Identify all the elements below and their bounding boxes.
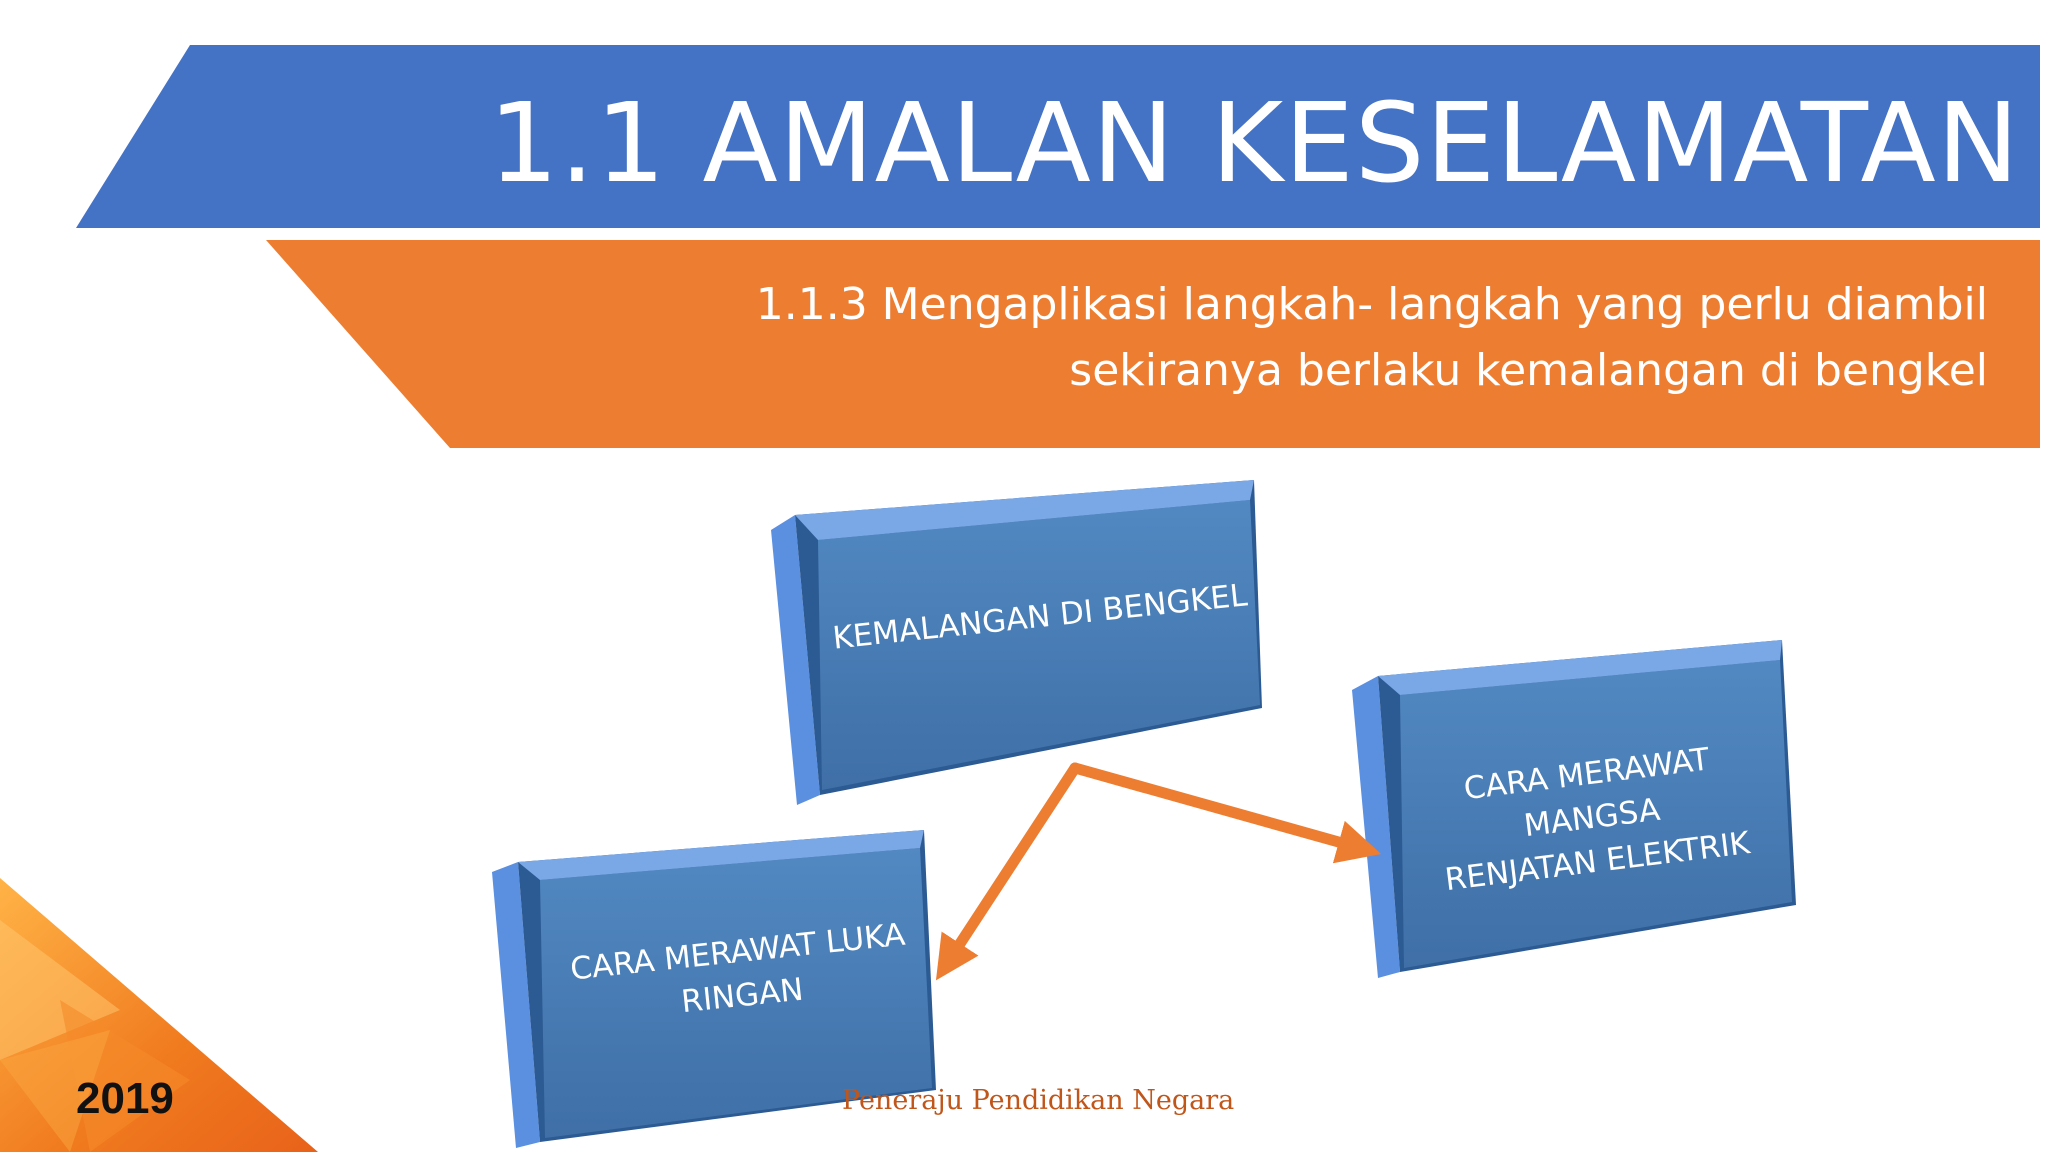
box-right [1352, 640, 1796, 978]
corner-decoration [0, 878, 318, 1152]
year-label: 2019 [76, 1074, 174, 1123]
subtitle-band [266, 240, 2040, 448]
box-root [771, 480, 1262, 805]
title-band [76, 45, 2040, 228]
slide-subtitle: 1.1.3 Mengaplikasi langkah- langkah yang… [588, 272, 1988, 404]
footer-motto: Peneraju Pendidikan Negara [842, 1085, 1235, 1116]
arrow-to-right [1069, 762, 1382, 864]
box-left [492, 830, 936, 1148]
subtitle-line-2: sekiranya berlaku kemalangan di bengkel [1069, 345, 1988, 396]
subtitle-line-1: 1.1.3 Mengaplikasi langkah- langkah yang… [755, 279, 1988, 330]
arrows [935, 762, 1382, 981]
arrow-to-left [935, 762, 1081, 981]
slide-title: 1.1 AMALAN KESELAMATAN [488, 79, 2020, 207]
